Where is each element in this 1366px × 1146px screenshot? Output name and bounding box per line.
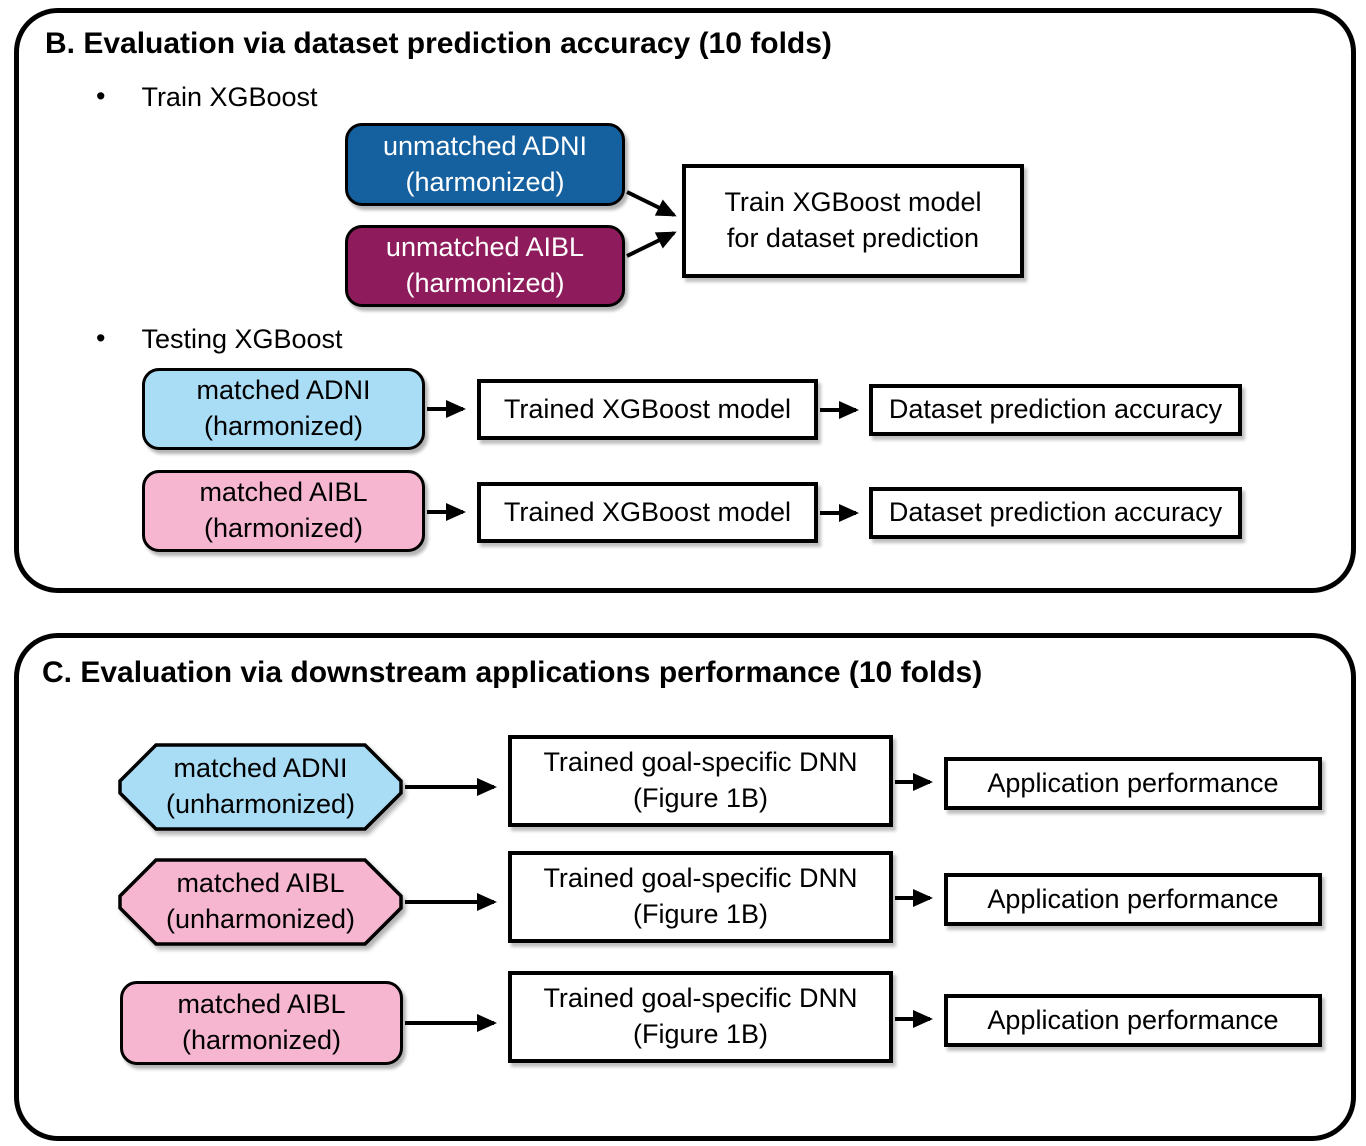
- octagon-shape: [118, 743, 403, 831]
- node-label-line2: (Figure 1B): [632, 1019, 769, 1049]
- node-label: Application performance: [987, 883, 1279, 914]
- octagon-polygon: [118, 743, 403, 831]
- bullet-train-xgboost: • Train XGBoost: [96, 81, 318, 113]
- bullet-icon: •: [96, 323, 106, 353]
- bullet-testing-xgboost: • Testing XGBoost: [96, 323, 343, 355]
- node-label-line2: (unharmonized): [165, 904, 356, 934]
- node-label: Dataset prediction accuracy: [888, 497, 1223, 528]
- node-application-performance-1: Application performance: [944, 757, 1322, 810]
- panel-b-title: B. Evaluation via dataset prediction acc…: [45, 27, 832, 60]
- node-label-line1: matched ADNI: [173, 753, 348, 784]
- node-matched-adni-harmonized: matched ADNI (harmonized): [142, 368, 425, 450]
- node-label-line2: (harmonized): [203, 513, 364, 543]
- node-dnn-2: Trained goal-specific DNN (Figure 1B): [508, 851, 893, 943]
- node-matched-aibl-harmonized-b: matched AIBL (harmonized): [142, 470, 425, 552]
- node-label-line2: (harmonized): [181, 1025, 342, 1055]
- node-label-line2: (Figure 1B): [632, 783, 769, 813]
- node-unmatched-adni-harmonized: unmatched ADNI (harmonized): [345, 123, 625, 206]
- node-label-line1: Trained goal-specific DNN: [543, 983, 858, 1014]
- node-label-line1: Train XGBoost model: [724, 187, 982, 218]
- node-label: Trained XGBoost model: [503, 496, 792, 527]
- node-unmatched-aibl-harmonized: unmatched AIBL (harmonized): [345, 225, 625, 307]
- bullet-train-label: Train XGBoost: [141, 82, 318, 112]
- node-dataset-prediction-accuracy-1: Dataset prediction accuracy: [869, 384, 1242, 436]
- node-label: Dataset prediction accuracy: [888, 394, 1223, 425]
- node-label-line1: Trained goal-specific DNN: [543, 747, 858, 778]
- node-label-line1: matched ADNI: [196, 375, 371, 406]
- node-label-line2: for dataset prediction: [726, 223, 980, 253]
- node-label-line2: (harmonized): [405, 268, 565, 298]
- node-application-performance-3: Application performance: [944, 994, 1322, 1047]
- node-label: Application performance: [987, 767, 1279, 798]
- node-label-line1: matched AIBL: [176, 868, 345, 899]
- octagon-polygon: [118, 858, 403, 946]
- node-label-line2: (harmonized): [203, 411, 364, 441]
- panel-c-title: C. Evaluation via downstream application…: [42, 656, 983, 689]
- node-label-line1: unmatched ADNI: [382, 130, 588, 161]
- node-matched-aibl-harmonized-c: matched AIBL (harmonized): [120, 981, 403, 1065]
- node-label: Trained XGBoost model: [503, 393, 792, 424]
- node-trained-xgboost-model-1: Trained XGBoost model: [477, 379, 818, 440]
- node-label-line1: matched AIBL: [177, 989, 346, 1020]
- node-label-line2: (Figure 1B): [632, 899, 769, 929]
- node-matched-aibl-unharmonized: matched AIBL (unharmonized): [118, 858, 403, 946]
- node-label-line1: matched AIBL: [199, 477, 368, 508]
- node-label-line2: (unharmonized): [165, 789, 356, 819]
- node-matched-adni-unharmonized: matched ADNI (unharmonized): [118, 743, 403, 831]
- node-dataset-prediction-accuracy-2: Dataset prediction accuracy: [869, 487, 1242, 539]
- node-trained-xgboost-model-2: Trained XGBoost model: [477, 482, 818, 543]
- node-label-line2: (harmonized): [405, 166, 565, 197]
- node-application-performance-2: Application performance: [944, 873, 1322, 926]
- bullet-icon: •: [96, 81, 106, 111]
- node-train-xgboost-model: Train XGBoost model for dataset predicti…: [682, 164, 1024, 278]
- node-dnn-3: Trained goal-specific DNN (Figure 1B): [508, 971, 893, 1063]
- node-dnn-1: Trained goal-specific DNN (Figure 1B): [508, 735, 893, 827]
- node-label: Application performance: [987, 1004, 1279, 1035]
- octagon-shape: [118, 858, 403, 946]
- node-label-line1: Trained goal-specific DNN: [543, 863, 858, 894]
- bullet-test-label: Testing XGBoost: [141, 324, 343, 354]
- node-label-line1: unmatched AIBL: [385, 232, 585, 263]
